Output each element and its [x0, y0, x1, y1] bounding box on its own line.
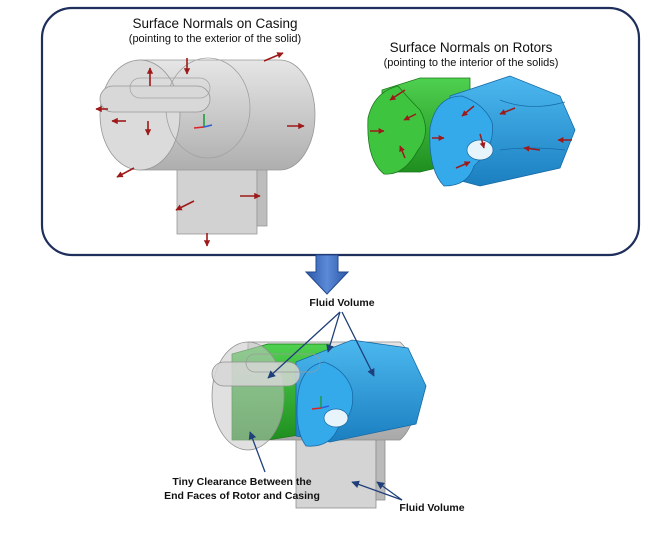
fluid-volume-label-bottom: Fluid Volume [399, 502, 464, 514]
leader-lines [248, 311, 403, 501]
rotor-normal-arrows [370, 89, 572, 169]
rotor-blue [429, 75, 576, 187]
fluid-volume-label-top: Fluid Volume [309, 297, 374, 309]
down-arrow-icon [304, 254, 350, 295]
axis-triad-icon [193, 114, 213, 129]
clearance-label-line2: End Faces of Rotor and Casing [164, 490, 320, 502]
casing-subtitle: (pointing to the exterior of the solid) [129, 33, 301, 45]
rotors-subtitle: (pointing to the interior of the solids) [384, 57, 559, 69]
clearance-label-line1: Tiny Clearance Between the [172, 476, 311, 488]
casing-solid [99, 57, 316, 235]
axis-triad-icon [311, 396, 330, 410]
rotors-title: Surface Normals on Rotors [390, 40, 553, 55]
casing-normal-arrows [95, 52, 305, 247]
casing-title: Surface Normals on Casing [132, 16, 297, 31]
assembled-pump [211, 339, 427, 509]
